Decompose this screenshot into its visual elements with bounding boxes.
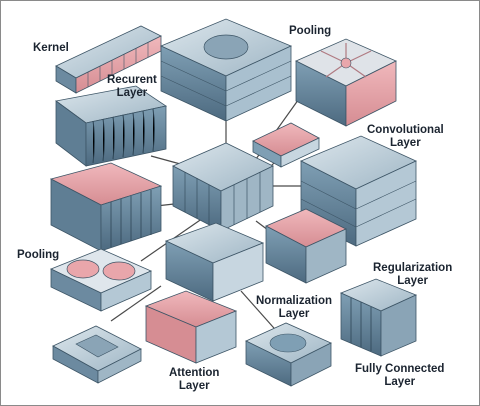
- pooling-left-block: [50, 248, 152, 312]
- swirl-block: [245, 322, 332, 387]
- left-fin-block: [49, 162, 163, 252]
- attention-layer-block: [144, 290, 238, 364]
- kernel-block: [55, 25, 162, 94]
- stepped-pyramid-block: [52, 325, 142, 384]
- fully-connected-layer-block: [339, 278, 418, 357]
- label-pooling-left: Pooling: [17, 249, 60, 261]
- label-kernel: Kernel: [33, 42, 69, 54]
- recurrent-layer-block: [55, 85, 168, 167]
- central-hub-block: [172, 142, 274, 232]
- pooling-top-block: [295, 38, 397, 127]
- center-top-block: [160, 18, 292, 122]
- center-grid-block: [164, 222, 265, 302]
- small-pink-block: [252, 122, 320, 168]
- regularization-layer-block: [265, 208, 347, 284]
- label-pooling-top: Pooling: [289, 25, 332, 37]
